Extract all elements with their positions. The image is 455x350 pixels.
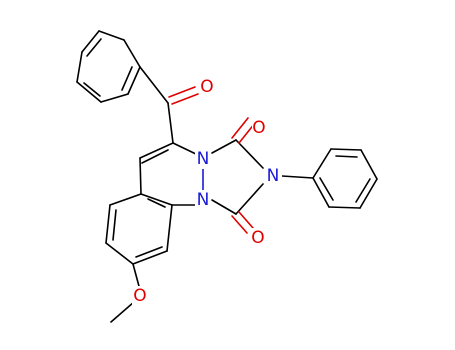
triazole-ring xyxy=(211,117,264,234)
methoxy-group xyxy=(110,263,141,323)
atom-n-bottom: N xyxy=(197,190,210,210)
atom-n-phenyl: N xyxy=(267,166,280,186)
atom-o-top: O xyxy=(252,118,265,138)
fused-benzene-ring xyxy=(105,193,173,265)
atom-o-benzoyl: O xyxy=(200,77,213,97)
atom-n-top: N xyxy=(197,149,210,169)
atom-o-bottom: O xyxy=(251,228,264,248)
n-phenyl-ring xyxy=(281,148,378,209)
atom-labels: O O O O N N N xyxy=(132,77,282,306)
atom-o-methoxy: O xyxy=(133,286,146,306)
benzoyl-phenyl-ring xyxy=(76,30,141,103)
pyridazine-ring xyxy=(139,142,204,206)
benzoyl-carbonyl xyxy=(139,66,199,144)
